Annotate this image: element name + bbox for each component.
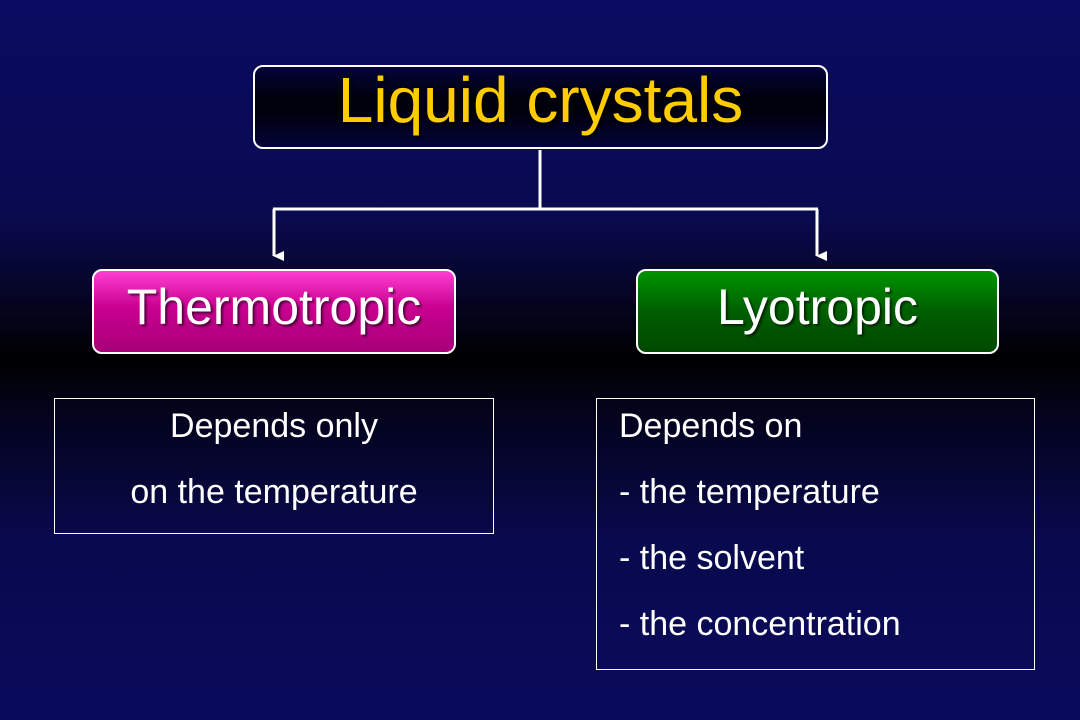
lyotropic-description-line: - the solvent: [619, 539, 805, 577]
lyotropic-label: Lyotropic: [716, 278, 919, 335]
thermotropic-description-line: on the temperature: [130, 473, 418, 511]
lyotropic-description-line: - the temperature: [619, 473, 880, 511]
title-node: Liquid crystals: [253, 65, 828, 149]
thermotropic-description-line: Depends only: [170, 407, 378, 445]
thermotropic-node: Thermotropic: [92, 269, 456, 354]
title-label: Liquid crystals: [337, 64, 744, 136]
lyotropic-description: Depends on - the temperature - the solve…: [596, 398, 1035, 670]
lyotropic-description-line: Depends on: [619, 407, 803, 445]
thermotropic-label: Thermotropic: [126, 278, 422, 335]
lyotropic-description-line: - the concentration: [619, 605, 901, 643]
thermotropic-description: Depends only on the temperature: [54, 398, 494, 534]
lyotropic-node: Lyotropic: [636, 269, 999, 354]
